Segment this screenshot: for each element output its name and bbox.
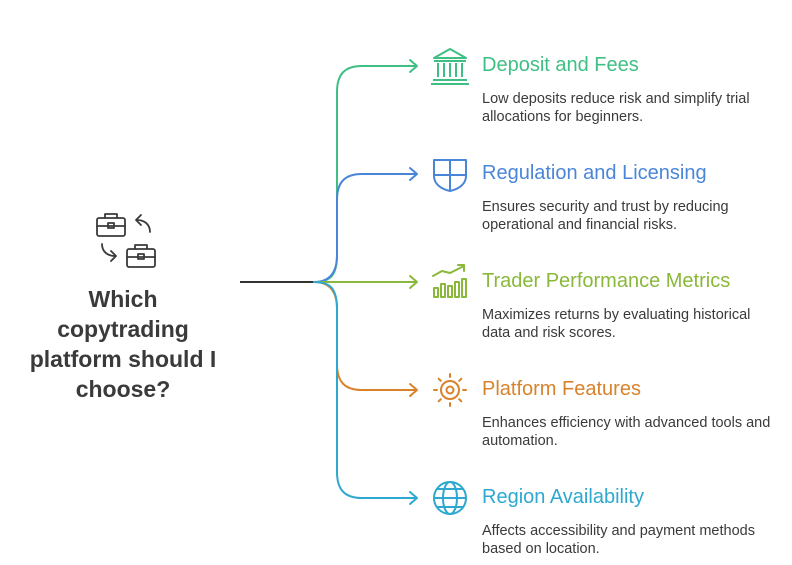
shield-icon xyxy=(433,159,467,192)
globe-icon xyxy=(433,481,467,515)
option-title-features: Platform Features xyxy=(482,378,641,400)
branch-performance xyxy=(313,275,418,289)
question-text: Which copytrading platform should I choo… xyxy=(29,286,217,402)
option-title-performance: Trader Performance Metrics xyxy=(482,270,731,292)
option-title-deposit: Deposit and Fees xyxy=(482,54,639,76)
branch-deposit xyxy=(313,59,418,283)
branch-region xyxy=(313,281,418,505)
option-desc-region: Affects accessibility and payment method… xyxy=(482,523,755,557)
option-desc-regulation: Ensures security and trust by reducing o… xyxy=(482,199,729,233)
branch-features xyxy=(313,281,418,397)
branch-regulation xyxy=(313,167,418,283)
option-title-region: Region Availability xyxy=(482,486,644,508)
option-desc-features: Enhances efficiency with advanced tools … xyxy=(482,415,771,449)
option-desc-performance: Maximizes returns by evaluating historic… xyxy=(482,307,751,341)
gear-sun-icon xyxy=(433,373,467,407)
option-title-regulation: Regulation and Licensing xyxy=(482,162,707,184)
growth-chart-icon xyxy=(432,264,467,298)
option-desc-deposit: Low deposits reduce risk and simplify tr… xyxy=(482,91,750,125)
briefcase-switch-icon xyxy=(96,213,156,268)
bank-icon xyxy=(431,48,469,85)
